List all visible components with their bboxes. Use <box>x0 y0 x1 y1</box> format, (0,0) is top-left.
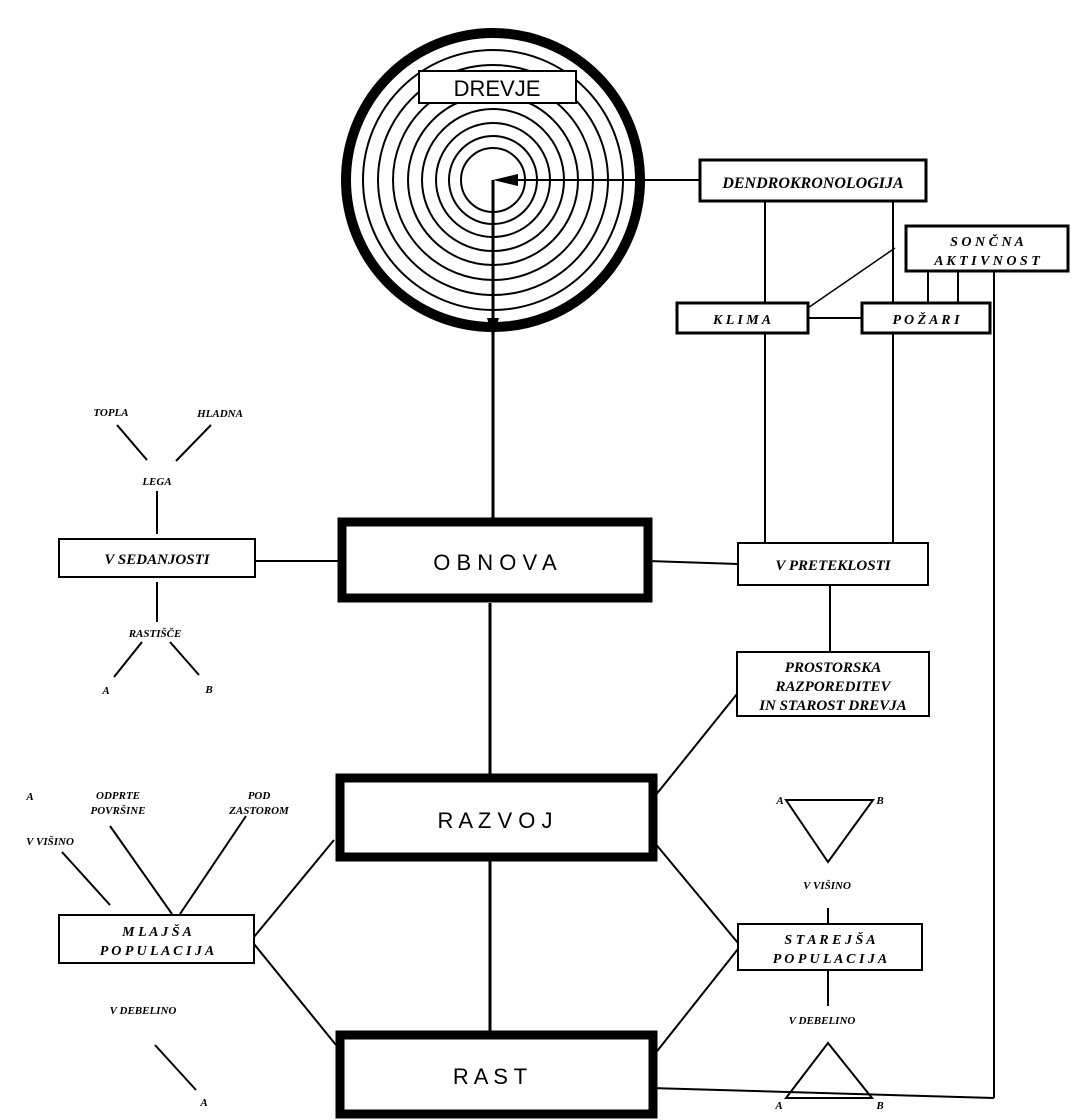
mlajsa-label-line1: M L A J Š A <box>121 923 192 940</box>
label-a-tri-bottom: A <box>774 1100 782 1112</box>
pozari-label: P O Ž A R I <box>892 311 960 328</box>
v-sedanjosti-label: V SEDANJOSTI <box>104 552 210 568</box>
mlajsa-populacija-box: M L A J Š A P O P U L A C I J A <box>58 914 255 964</box>
rast-label: R A S T <box>453 1064 527 1089</box>
obnova-label: O B N O V A <box>433 550 557 575</box>
v-preteklosti-label: V PRETEKLOSTI <box>775 558 891 574</box>
label-b-tri-top: B <box>875 795 883 807</box>
prostorska-label-line2: RAZPOREDITEV <box>774 679 892 695</box>
starejsa-label-line2: P O P U L A C I J A <box>773 952 887 967</box>
rast-box: R A S T <box>335 1030 658 1119</box>
dendrokronologija-label: DENDROKRONOLOGIJA <box>721 175 904 192</box>
dendrokronologija-box: DENDROKRONOLOGIJA <box>698 158 928 203</box>
prostorska-razporeditev-box: PROSTORSKA RAZPOREDITEV IN STAROST DREVJ… <box>736 651 930 717</box>
label-odprte-line2: POVRŠINE <box>90 804 145 817</box>
label-a-mlajsa-bottom: A <box>199 1097 207 1109</box>
v-sedanjosti-box: V SEDANJOSTI <box>58 538 256 578</box>
label-odprte-line1: ODPRTE <box>96 790 140 802</box>
label-hladna: HLADNA <box>196 408 243 420</box>
arrowheads <box>487 174 518 338</box>
label-a-rastisce: A <box>101 685 109 697</box>
klima-box: K L I M A <box>675 301 810 335</box>
mlajsa-label-line2: P O P U L A C I J A <box>100 944 214 959</box>
label-pod-line2: ZASTOROM <box>228 805 290 817</box>
arrowhead-left-icon <box>493 174 518 186</box>
soncna-aktivnost-label-line1: S O N Č N A <box>950 233 1024 250</box>
pozari-box: P O Ž A R I <box>860 301 992 335</box>
klima-label: K L I M A <box>712 313 771 328</box>
label-lega: LEGA <box>141 476 171 488</box>
starejsa-label-line1: S T A R E J Š A <box>784 931 875 948</box>
label-topla: TOPLA <box>93 407 128 419</box>
label-b-rastisce: B <box>204 684 212 696</box>
soncna-aktivnost-box: S O N Č N A A K T I V N O S T <box>904 224 1070 273</box>
soncna-aktivnost-label-line2: A K T I V N O S T <box>933 254 1041 269</box>
label-a-tri-top: A <box>775 795 783 807</box>
prostorska-label-line3: IN STAROST DREVJA <box>758 698 907 714</box>
razvoj-label: R A Z V O J <box>438 808 553 833</box>
obnova-box: O B N O V A <box>337 517 653 603</box>
label-v-visino-left: V VIŠINO <box>26 835 74 848</box>
prostorska-label-line1: PROSTORSKA <box>785 660 881 676</box>
free-labels: TOPLA HLADNA LEGA RASTIŠČE A B A V VIŠIN… <box>25 407 883 1112</box>
starejsa-populacija-box: S T A R E J Š A P O P U L A C I J A <box>737 923 923 971</box>
connector-lines <box>61 179 995 1099</box>
label-v-debelino-left: V DEBELINO <box>110 1005 177 1017</box>
drevje-box: DREVJE <box>418 70 577 104</box>
drevje-label: DREVJE <box>454 76 541 101</box>
label-b-tri-bottom: B <box>875 1100 883 1112</box>
razvoj-box: R A Z V O J <box>335 773 658 862</box>
arrowhead-down-icon <box>487 318 499 338</box>
label-rastisce: RASTIŠČE <box>128 627 182 640</box>
label-a-mlajsa-top: A <box>25 791 33 803</box>
v-preteklosti-box: V PRETEKLOSTI <box>737 542 929 586</box>
label-v-debelino-right: V DEBELINO <box>789 1015 856 1027</box>
label-v-visino-right: V VIŠINO <box>803 879 851 892</box>
label-pod-line1: POD <box>248 790 271 802</box>
